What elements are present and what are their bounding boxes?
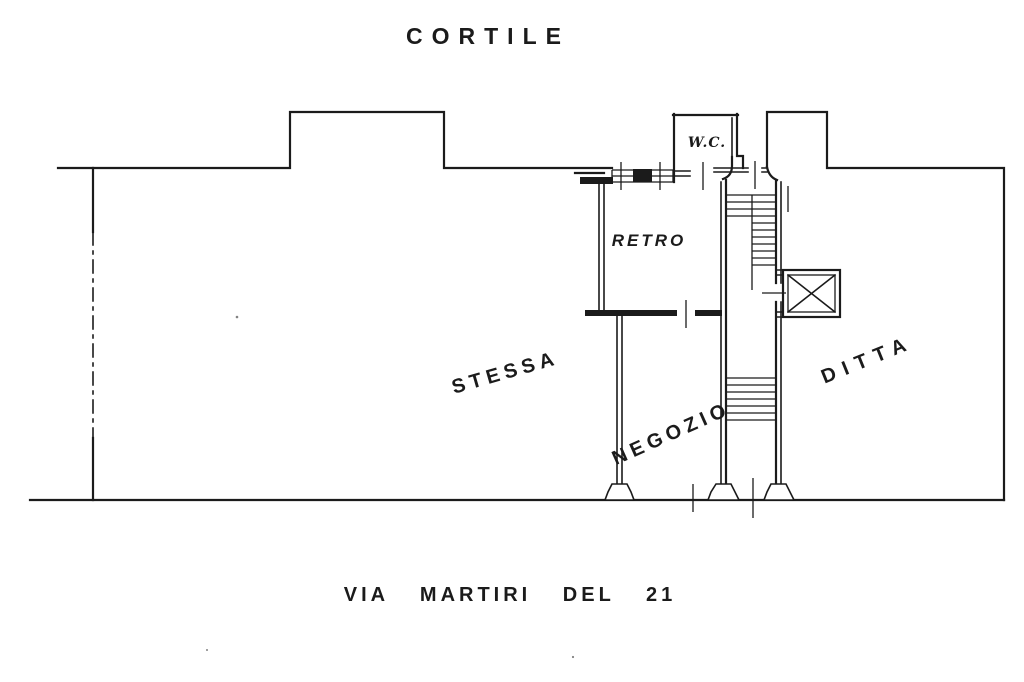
- upper-flight-steps: [726, 194, 776, 217]
- window-pier: [633, 169, 652, 182]
- wc-label: W.C.: [688, 135, 726, 151]
- street-label: VIA MARTIRI DEL 21: [344, 584, 676, 606]
- retro-label: RETRO: [612, 231, 687, 250]
- stair-right-funnel: [765, 165, 779, 182]
- mid-wall-right: [695, 310, 722, 316]
- stair-left-funnel: [721, 155, 734, 181]
- courtyard-label: CORTILE: [406, 23, 570, 49]
- negozio-left-wall: [616, 315, 623, 485]
- stair-right-plinth: [762, 483, 796, 501]
- stairwell: [692, 155, 796, 518]
- speck-dot: [206, 649, 208, 651]
- elevator-connector-top: [775, 269, 784, 276]
- lower-flight-steps: [726, 377, 776, 421]
- elevator-x-cross: [786, 273, 837, 314]
- upper-flight-half-steps: [752, 222, 776, 266]
- stair-left-plinth: [706, 483, 741, 501]
- negozio-label: NEGOZIO: [609, 398, 734, 470]
- wc-room: [671, 112, 789, 212]
- elevator-connector-bottom: [775, 311, 784, 318]
- interior-walls: [585, 181, 722, 501]
- speck-dot: [235, 315, 239, 319]
- mid-wall-left: [585, 310, 677, 316]
- speck-dot: [571, 655, 575, 659]
- outer-walls: [28, 110, 1006, 502]
- ditta-label: DITTA: [818, 331, 917, 388]
- outer-wall-top-right: [765, 110, 1006, 502]
- elevator-inner-box: [787, 274, 836, 313]
- wall-sill-block: [580, 177, 613, 184]
- window-symbols: [580, 162, 674, 190]
- elevator-shaft: [762, 268, 842, 319]
- negozio-wall-plinth: [603, 483, 636, 501]
- wc-bottom-wall-left: [673, 170, 691, 177]
- scan-specks: [206, 315, 575, 659]
- outer-wall-top-left: [56, 110, 614, 170]
- wc-right-wall: [735, 112, 745, 170]
- retro-left-wall: [598, 181, 605, 311]
- stessa-label: STESSA: [449, 347, 561, 398]
